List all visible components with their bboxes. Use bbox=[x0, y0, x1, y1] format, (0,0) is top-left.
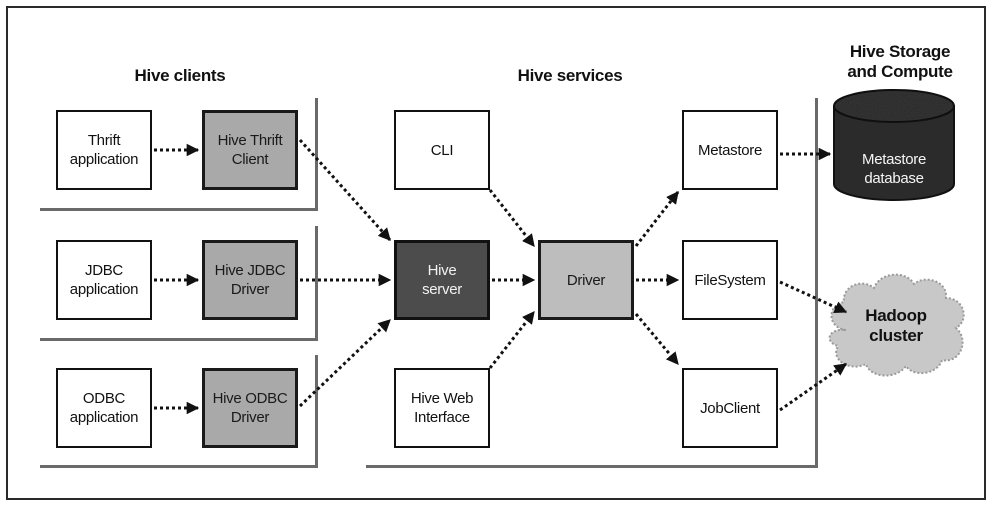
heading-storage-line1: Hive Storage bbox=[849, 42, 951, 61]
metastore-database-line1: Metastore bbox=[862, 151, 926, 168]
thrift-application-line2: application bbox=[69, 151, 139, 168]
driver-box: Driver bbox=[538, 240, 634, 320]
jdbc-application-line2: application bbox=[69, 281, 139, 298]
hive-thrift-client-line2: Client bbox=[231, 151, 269, 168]
metastore-database-line2: database bbox=[864, 170, 924, 187]
jdbc-application-box: JDBC application bbox=[56, 240, 152, 320]
filesystem-box: FileSystem bbox=[682, 240, 778, 320]
diagram-frame bbox=[6, 6, 986, 500]
hive-jdbc-driver-line1: Hive JDBC bbox=[214, 262, 286, 279]
odbc-application-box: ODBC application bbox=[56, 368, 152, 448]
metastore-database-label: Metastore database bbox=[834, 150, 954, 188]
metastore-label: Metastore bbox=[698, 141, 762, 159]
hive-web-interface-line1: Hive Web bbox=[410, 390, 474, 407]
jdbc-application-line1: JDBC bbox=[85, 262, 123, 279]
arrow-odbc-driver-to-server bbox=[298, 318, 392, 408]
arrow-cli-to-driver bbox=[488, 189, 536, 247]
arrow-driver-to-jobclient bbox=[634, 313, 680, 365]
heading-hive-storage: Hive Storage and Compute bbox=[820, 42, 980, 82]
clients-group-3-bottom bbox=[40, 465, 318, 468]
hive-jdbc-driver-box: Hive JDBC Driver bbox=[202, 240, 298, 320]
hive-web-interface-line2: Interface bbox=[414, 409, 470, 426]
arrow-jobclient-to-hadoop bbox=[779, 362, 848, 412]
cli-label: CLI bbox=[430, 141, 454, 159]
clients-group-2-bottom bbox=[40, 338, 318, 341]
hive-jdbc-driver-line2: Driver bbox=[230, 281, 270, 298]
odbc-application-line2: application bbox=[69, 409, 139, 426]
hive-odbc-driver-line2: Driver bbox=[230, 409, 270, 426]
hive-odbc-driver-line1: Hive ODBC bbox=[212, 390, 288, 407]
clients-group-3-side bbox=[315, 355, 318, 467]
clients-group-1-bottom bbox=[40, 208, 318, 211]
services-group-side bbox=[815, 98, 818, 468]
heading-hive-clients: Hive clients bbox=[134, 66, 226, 85]
hive-odbc-driver-box: Hive ODBC Driver bbox=[202, 368, 298, 448]
clients-group-2-side bbox=[315, 226, 318, 340]
filesystem-label: FileSystem bbox=[694, 271, 766, 289]
hive-server-box: Hive server bbox=[394, 240, 490, 320]
hive-thrift-client-box: Hive Thrift Client bbox=[202, 110, 298, 190]
hive-web-interface-box: Hive Web Interface bbox=[394, 368, 490, 448]
hadoop-cluster-label: Hadoop cluster bbox=[846, 306, 946, 346]
driver-label: Driver bbox=[566, 271, 606, 289]
thrift-application-box: Thrift application bbox=[56, 110, 152, 190]
cli-box: CLI bbox=[394, 110, 490, 190]
jobclient-label: JobClient bbox=[700, 399, 760, 417]
clients-group-1-side bbox=[315, 98, 318, 210]
hadoop-cluster-line2: cluster bbox=[869, 326, 923, 345]
thrift-application-line1: Thrift bbox=[87, 132, 121, 149]
hadoop-cluster-line1: Hadoop bbox=[865, 306, 927, 325]
metastore-box: Metastore bbox=[682, 110, 778, 190]
arrow-thrift-client-to-server bbox=[298, 138, 392, 242]
services-group-bottom bbox=[366, 465, 818, 468]
heading-storage-line2: and Compute bbox=[847, 62, 953, 81]
jobclient-box: JobClient bbox=[682, 368, 778, 448]
odbc-application-line1: ODBC bbox=[82, 390, 126, 407]
hadoop-cluster-cloud bbox=[828, 273, 965, 377]
metastore-database-cylinder bbox=[833, 89, 955, 201]
arrow-web-to-driver bbox=[488, 311, 536, 369]
hive-server-line1: Hive bbox=[427, 262, 457, 279]
arrow-driver-to-metastore bbox=[634, 191, 680, 247]
heading-hive-services: Hive services bbox=[517, 66, 623, 85]
hive-server-line2: server bbox=[422, 281, 462, 298]
hive-thrift-client-line1: Hive Thrift bbox=[217, 132, 283, 149]
arrow-filesystem-to-hadoop bbox=[779, 280, 848, 314]
